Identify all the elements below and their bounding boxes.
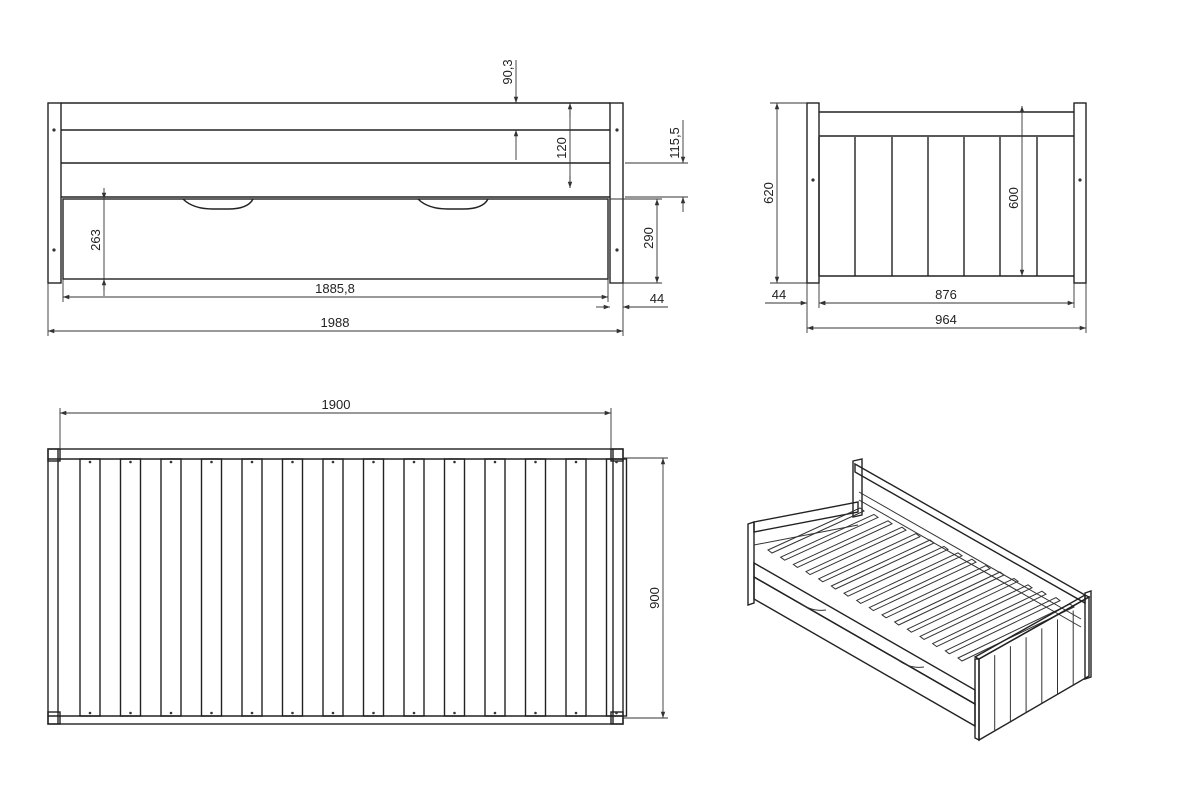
side-left-post bbox=[806, 102, 820, 284]
iso-foot-panel-planks bbox=[994, 610, 1074, 731]
top-slat bbox=[322, 458, 344, 717]
top-slat bbox=[160, 458, 182, 717]
side-right-post bbox=[1073, 102, 1087, 284]
iso-slat bbox=[855, 552, 963, 604]
top-slat bbox=[281, 458, 304, 717]
iso-slat bbox=[957, 603, 1075, 662]
dim-front-top-gap: 90,3 bbox=[500, 59, 515, 84]
top-corner-post bbox=[47, 448, 61, 462]
dim-front-overall-length: 1988 bbox=[321, 315, 350, 330]
iso-view-slats bbox=[767, 507, 1075, 662]
side-panel-planks bbox=[818, 137, 1038, 276]
dim-front-drawer-height: 290 bbox=[641, 227, 656, 249]
side-view: 620 600 44 876 964 bbox=[761, 102, 1087, 333]
dim-side-overall-height: 620 bbox=[761, 182, 776, 204]
iso-slat bbox=[805, 526, 907, 576]
dim-front-post-width: 44 bbox=[650, 291, 664, 306]
iso-foot-panel bbox=[978, 595, 1090, 742]
iso-slat bbox=[843, 545, 949, 597]
iso-view bbox=[747, 458, 1092, 742]
top-slat bbox=[565, 458, 587, 717]
top-slat bbox=[119, 458, 142, 717]
top-view: 1900 900 bbox=[47, 397, 668, 725]
dim-front-rail-offset: 115,5 bbox=[667, 127, 682, 159]
top-slat bbox=[484, 458, 506, 717]
iso-slat bbox=[893, 571, 1005, 626]
dim-side-inner-width: 876 bbox=[935, 287, 957, 302]
drawer-handle-cutout bbox=[417, 198, 489, 210]
dim-front-drawer-length: 1885,8 bbox=[315, 281, 355, 296]
top-slat bbox=[605, 458, 628, 717]
dim-front-drawer-inner-height: 263 bbox=[88, 229, 103, 251]
top-slat bbox=[200, 458, 223, 717]
dim-side-panel-height: 600 bbox=[1006, 187, 1021, 209]
top-frame-outline bbox=[47, 448, 624, 725]
iso-slat bbox=[767, 507, 865, 554]
top-slat bbox=[403, 458, 425, 717]
iso-slat bbox=[830, 539, 935, 590]
iso-slat bbox=[817, 533, 921, 583]
iso-slat bbox=[919, 584, 1033, 640]
dim-front-rail-height: 120 bbox=[554, 137, 569, 159]
top-slat bbox=[524, 458, 547, 717]
dim-side-overall-width: 964 bbox=[935, 312, 957, 327]
top-slat bbox=[362, 458, 385, 717]
dim-top-frame-width: 900 bbox=[647, 587, 662, 609]
dim-side-post-width: 44 bbox=[772, 287, 786, 302]
iso-slat bbox=[868, 558, 977, 612]
front-drawer bbox=[62, 198, 609, 280]
dim-top-slat-length: 1900 bbox=[322, 397, 351, 412]
top-slat bbox=[241, 458, 263, 717]
top-slat bbox=[443, 458, 466, 717]
iso-slat bbox=[906, 577, 1019, 633]
iso-slat bbox=[931, 590, 1047, 648]
top-view-slats bbox=[79, 458, 628, 717]
front-left-post bbox=[47, 102, 62, 284]
iso-slat bbox=[792, 520, 893, 568]
drawer-handle-cutout bbox=[182, 198, 254, 210]
iso-slat bbox=[881, 565, 991, 619]
iso-slat bbox=[779, 513, 879, 561]
front-view: 90,3 120 115,5 263 290 1885,8 44 bbox=[47, 59, 688, 336]
iso-slat bbox=[944, 597, 1061, 655]
top-corner-post bbox=[47, 711, 61, 725]
top-slat bbox=[79, 458, 101, 717]
